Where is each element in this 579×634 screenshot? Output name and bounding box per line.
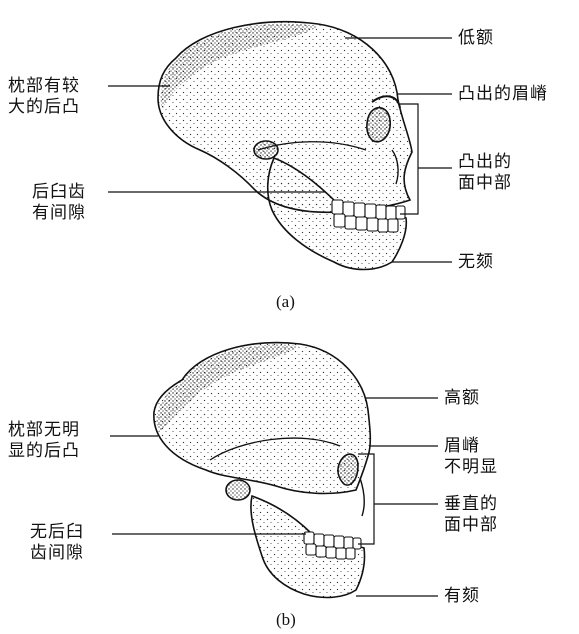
caption-a: (a)	[276, 292, 295, 312]
label-no-chin: 无颏	[458, 252, 494, 273]
skull-a	[158, 22, 412, 270]
label-brow-ridge-not-prominent: 眉嵴 不明显	[444, 436, 498, 478]
label-occipital-bun: 枕部有较 大的后凸	[8, 76, 80, 118]
label-protruding-midface: 凸出的 面中部	[458, 152, 512, 194]
label-vertical-midface: 垂直的 面中部	[444, 494, 498, 536]
skull-b-teeth	[304, 532, 361, 559]
label-low-forehead: 低额	[458, 28, 494, 49]
caption-b: (b)	[276, 610, 296, 630]
skull-b	[154, 343, 370, 598]
label-no-retromolar-gap: 无后臼 齿间隙	[30, 522, 84, 564]
label-has-chin: 有颏	[444, 586, 480, 607]
label-protruding-brow-ridge: 凸出的眉嵴	[458, 84, 548, 105]
label-no-occipital-bun: 枕部无明 显的后凸	[8, 420, 80, 462]
label-retromolar-gap: 后臼齿 有间隙	[32, 182, 86, 224]
label-high-forehead: 高额	[444, 388, 480, 409]
skull-a-orbit	[367, 108, 390, 142]
